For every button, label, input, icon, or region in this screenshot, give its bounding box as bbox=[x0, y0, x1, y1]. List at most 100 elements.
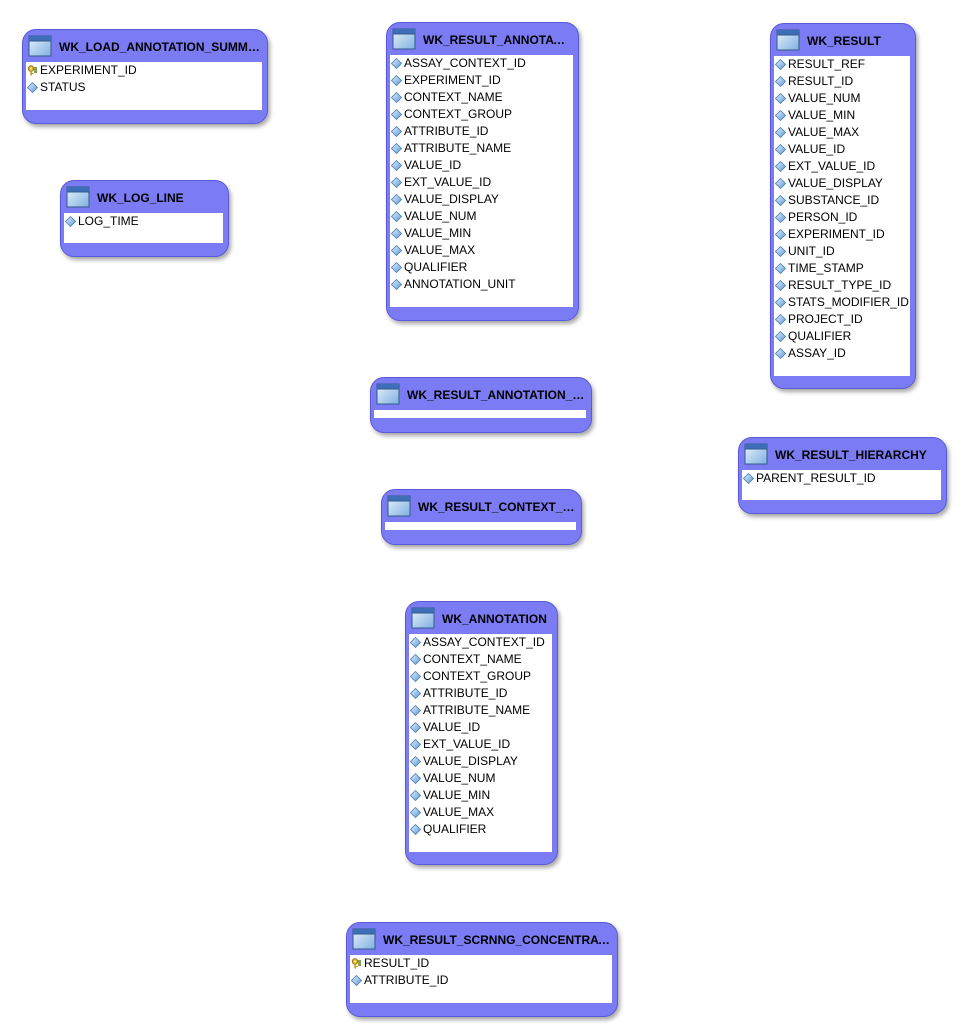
column-row[interactable]: VALUE_NUM bbox=[390, 208, 573, 225]
column-row[interactable]: EXT_VALUE_ID bbox=[774, 158, 910, 175]
column-row[interactable]: RESULT_REF bbox=[774, 56, 910, 73]
column-name: VALUE_DISPLAY bbox=[423, 754, 518, 768]
column-row[interactable]: PARENT_RESULT_ID bbox=[742, 470, 941, 487]
table-icon bbox=[387, 495, 411, 517]
entity-header[interactable]: WK_RESULT_ANNOTATION_S... bbox=[371, 378, 591, 410]
entity-header[interactable]: WK_RESULT bbox=[771, 24, 915, 56]
entity-header[interactable]: WK_RESULT_SCRNNG_CONCENTRATI... bbox=[347, 923, 617, 955]
column-row[interactable]: CONTEXT_NAME bbox=[390, 89, 573, 106]
entity-column-list[interactable] bbox=[385, 522, 576, 530]
column-row[interactable]: QUALIFIER bbox=[774, 328, 910, 345]
column-row[interactable]: ATTRIBUTE_ID bbox=[390, 123, 573, 140]
entity-wk-result-context-s[interactable]: WK_RESULT_CONTEXT_S... bbox=[381, 489, 582, 545]
column-row[interactable]: STATS_MODIFIER_ID bbox=[774, 294, 910, 311]
column-row[interactable]: VALUE_NUM bbox=[409, 770, 552, 787]
column-name: EXPERIMENT_ID bbox=[788, 227, 885, 241]
column-row[interactable]: EXT_VALUE_ID bbox=[390, 174, 573, 191]
column-row[interactable]: PERSON_ID bbox=[774, 209, 910, 226]
column-row[interactable]: EXT_VALUE_ID bbox=[409, 736, 552, 753]
column-row[interactable]: TIME_STAMP bbox=[774, 260, 910, 277]
column-name: QUALIFIER bbox=[788, 329, 852, 343]
column-row[interactable]: ATTRIBUTE_NAME bbox=[390, 140, 573, 157]
entity-column-list[interactable]: PARENT_RESULT_ID bbox=[742, 470, 941, 500]
column-row[interactable]: QUALIFIER bbox=[390, 259, 573, 276]
attribute-diamond-icon bbox=[775, 348, 786, 359]
column-row[interactable]: VALUE_ID bbox=[774, 141, 910, 158]
column-row[interactable]: VALUE_ID bbox=[390, 157, 573, 174]
entity-wk-result-scrnng-concentration[interactable]: WK_RESULT_SCRNNG_CONCENTRATI...RESULT_ID… bbox=[346, 922, 618, 1017]
entity-wk-result-annotation-s[interactable]: WK_RESULT_ANNOTATION_S... bbox=[370, 377, 592, 433]
entity-header[interactable]: WK_LOAD_ANNOTATION_SUMMA... bbox=[23, 30, 267, 62]
column-row[interactable]: VALUE_MIN bbox=[774, 107, 910, 124]
attribute-diamond-icon bbox=[775, 76, 786, 87]
column-row[interactable]: RESULT_ID bbox=[774, 73, 910, 90]
attribute-diamond-icon bbox=[410, 722, 421, 733]
column-row[interactable]: ASSAY_CONTEXT_ID bbox=[409, 634, 552, 651]
column-row[interactable]: VALUE_MIN bbox=[390, 225, 573, 242]
column-row[interactable]: SUBSTANCE_ID bbox=[774, 192, 910, 209]
column-row[interactable]: EXPERIMENT_ID bbox=[774, 226, 910, 243]
column-row[interactable]: VALUE_MIN bbox=[409, 787, 552, 804]
column-row[interactable]: ATTRIBUTE_ID bbox=[350, 972, 612, 989]
column-row[interactable]: VALUE_DISPLAY bbox=[409, 753, 552, 770]
column-row[interactable]: PROJECT_ID bbox=[774, 311, 910, 328]
column-row[interactable]: ASSAY_CONTEXT_ID bbox=[390, 55, 573, 72]
column-row[interactable]: ATTRIBUTE_ID bbox=[409, 685, 552, 702]
attribute-diamond-icon bbox=[391, 262, 402, 273]
entity-header[interactable]: WK_RESULT_HIERARCHY bbox=[739, 438, 946, 470]
entity-header[interactable]: WK_LOG_LINE bbox=[61, 181, 228, 213]
attribute-diamond-icon bbox=[410, 705, 421, 716]
column-name: VALUE_MIN bbox=[423, 788, 491, 802]
column-row[interactable]: VALUE_ID bbox=[409, 719, 552, 736]
primary-key-column[interactable]: RESULT_ID bbox=[350, 955, 612, 972]
primary-key-column[interactable]: EXPERIMENT_ID bbox=[26, 62, 262, 79]
entity-header[interactable]: WK_ANNOTATION bbox=[406, 602, 557, 634]
entity-column-list[interactable]: ASSAY_CONTEXT_ID CONTEXT_NAME CONTEXT_GROU… bbox=[409, 634, 552, 852]
column-row[interactable]: ASSAY_ID bbox=[774, 345, 910, 362]
entity-column-list[interactable] bbox=[374, 410, 586, 418]
column-row[interactable]: UNIT_ID bbox=[774, 243, 910, 260]
entity-wk-load-annotation-summary[interactable]: WK_LOAD_ANNOTATION_SUMMA...EXPERIMENT_ID… bbox=[22, 29, 268, 124]
column-row[interactable]: CONTEXT_GROUP bbox=[409, 668, 552, 685]
column-row[interactable]: RESULT_TYPE_ID bbox=[774, 277, 910, 294]
column-row[interactable]: ATTRIBUTE_NAME bbox=[409, 702, 552, 719]
column-row[interactable]: VALUE_MAX bbox=[774, 124, 910, 141]
primary-key-icon bbox=[27, 65, 37, 76]
column-row[interactable]: QUALIFIER bbox=[409, 821, 552, 838]
column-row[interactable]: CONTEXT_NAME bbox=[409, 651, 552, 668]
entity-header[interactable]: WK_RESULT_ANNOTATI... bbox=[387, 23, 578, 55]
table-icon bbox=[66, 186, 90, 208]
attribute-diamond-icon bbox=[775, 144, 786, 155]
column-name: CONTEXT_NAME bbox=[423, 652, 522, 666]
attribute-diamond-icon bbox=[391, 211, 402, 222]
column-row[interactable]: EXPERIMENT_ID bbox=[390, 72, 573, 89]
column-row[interactable]: CONTEXT_GROUP bbox=[390, 106, 573, 123]
column-name: ANNOTATION_UNIT bbox=[404, 277, 516, 291]
column-row[interactable]: STATUS bbox=[26, 79, 262, 96]
table-icon bbox=[352, 928, 376, 950]
column-row[interactable]: VALUE_DISPLAY bbox=[774, 175, 910, 192]
column-name: ASSAY_CONTEXT_ID bbox=[423, 635, 545, 649]
column-row[interactable]: VALUE_DISPLAY bbox=[390, 191, 573, 208]
attribute-diamond-icon bbox=[775, 297, 786, 308]
entity-header[interactable]: WK_RESULT_CONTEXT_S... bbox=[382, 490, 581, 522]
column-name: ATTRIBUTE_ID bbox=[364, 973, 449, 987]
column-row[interactable]: VALUE_MAX bbox=[409, 804, 552, 821]
column-row[interactable]: ANNOTATION_UNIT bbox=[390, 276, 573, 293]
table-icon bbox=[376, 383, 400, 405]
attribute-diamond-icon bbox=[775, 161, 786, 172]
column-name: PROJECT_ID bbox=[788, 312, 863, 326]
column-row[interactable]: VALUE_NUM bbox=[774, 90, 910, 107]
column-row[interactable]: VALUE_MAX bbox=[390, 242, 573, 259]
column-row[interactable]: LOG_TIME bbox=[64, 213, 223, 230]
entity-column-list[interactable]: LOG_TIME bbox=[64, 213, 223, 243]
